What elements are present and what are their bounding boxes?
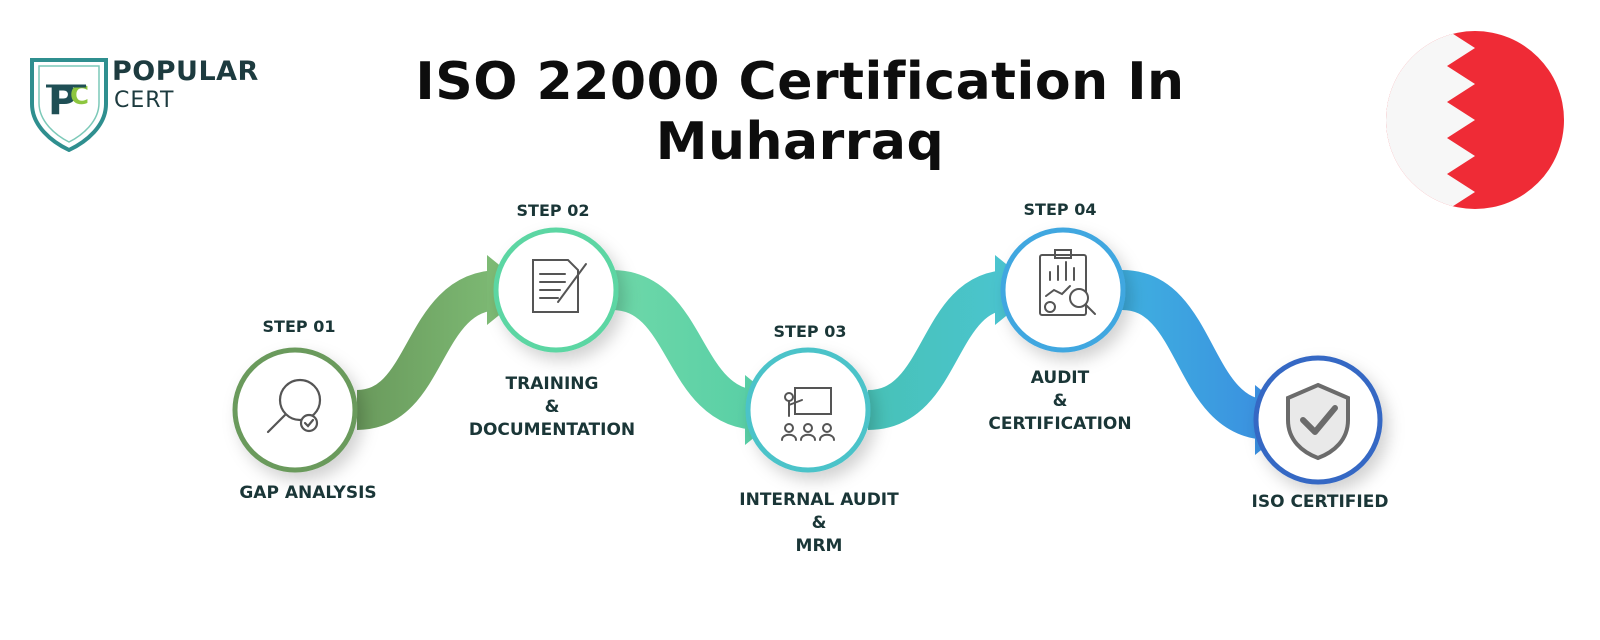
step-name-5: ISO CERTIFIED	[1205, 491, 1435, 514]
step-name-2-line-3: DOCUMENTATION	[468, 420, 636, 440]
step-name-5-line: ISO CERTIFIED	[1251, 492, 1389, 512]
step-name-4-line-3: CERTIFICATION	[988, 414, 1132, 434]
presentation-board-icon	[781, 387, 835, 441]
connector-2	[610, 270, 762, 430]
document-pencil-icon	[532, 259, 587, 313]
shield-check-icon	[1286, 382, 1350, 461]
step-name-1: GAP ANALYSIS	[193, 482, 423, 505]
connector-4	[1120, 270, 1272, 440]
bahrain-flag-icon	[1386, 31, 1564, 209]
step-name-3-line-3: MRM	[795, 536, 843, 556]
step-number-3: STEP 03	[773, 322, 847, 341]
report-analysis-icon	[1039, 249, 1096, 316]
step-name-1-line: GAP ANALYSIS	[239, 483, 377, 503]
step-name-2-line-1: TRAINING	[505, 374, 599, 394]
step-name-2-line-2: &	[544, 397, 560, 417]
step-number-2: STEP 02	[516, 201, 590, 220]
step-name-3-line-1: INTERNAL AUDIT	[739, 490, 899, 510]
logo-line1: POPULAR	[112, 56, 259, 87]
logo-line2: CERT	[114, 88, 175, 113]
step-number-4: STEP 04	[1023, 200, 1097, 219]
step-number-1: STEP 01	[262, 317, 336, 336]
svg-text:C: C	[70, 81, 89, 111]
step-name-4: AUDIT & CERTIFICATION	[945, 367, 1175, 436]
popular-cert-logo: P C POPULAR CERT	[26, 52, 259, 162]
step-circle-4	[1000, 227, 1126, 353]
magnifier-check-icon	[266, 378, 322, 434]
step-name-4-line-2: &	[1052, 391, 1068, 411]
step-name-2: TRAINING & DOCUMENTATION	[437, 373, 667, 442]
step-name-4-line-1: AUDIT	[1030, 368, 1090, 388]
step-circle-1	[232, 347, 358, 473]
connector-3	[866, 270, 1012, 430]
page-title: ISO 22000 Certification In Muharraq	[415, 52, 1185, 172]
step-name-3: INTERNAL AUDIT & MRM	[704, 489, 934, 558]
connector-1	[355, 270, 502, 430]
step-circle-3	[745, 347, 871, 473]
step-name-3-line-2: &	[811, 513, 827, 533]
shield-logo-icon: P C	[30, 58, 108, 153]
